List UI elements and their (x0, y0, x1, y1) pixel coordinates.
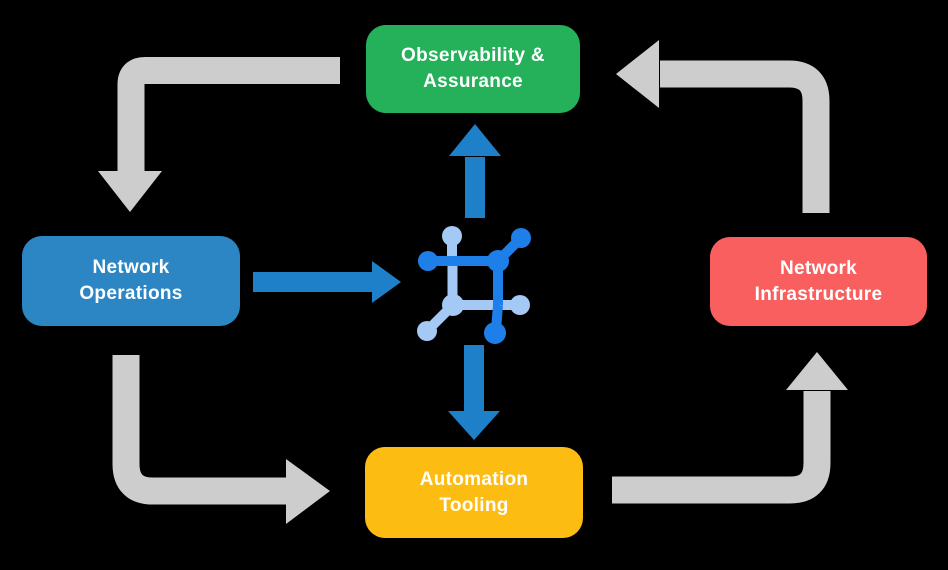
observability-label-line1: Observability & (401, 45, 545, 66)
infrastructure-label-line1: Network (779, 257, 858, 279)
operations-label-line2: Operations (79, 283, 183, 304)
cycle-arrow-infrastructure-to-observability (616, 40, 830, 213)
automation-label-line1: Automation (419, 468, 529, 490)
automation-label-line2: Tooling (439, 494, 509, 516)
cycle-arrow-automation-to-infrastructure (612, 352, 848, 504)
blue-arrow-operations-to-center (253, 261, 401, 303)
automation-tooling-box: Automation Tooling (365, 447, 583, 538)
observability-label-line2: Assurance (423, 71, 523, 92)
network-automation-icon (417, 226, 531, 344)
network-infrastructure-box: Network Infrastructure (710, 237, 927, 326)
operations-label-line1: Network (92, 257, 170, 278)
infrastructure-label-line2: Infrastructure (754, 283, 883, 305)
cycle-arrow-observability-to-operations (98, 57, 340, 212)
blue-arrow-center-to-automation (448, 345, 500, 440)
observability-assurance-box: Observability & Assurance (366, 25, 580, 113)
blue-arrow-center-to-observability (449, 124, 501, 218)
cycle-arrow-operations-to-automation (112, 355, 330, 524)
network-icon-dark-nodes (418, 228, 531, 344)
network-operations-box: Network Operations (22, 236, 240, 326)
